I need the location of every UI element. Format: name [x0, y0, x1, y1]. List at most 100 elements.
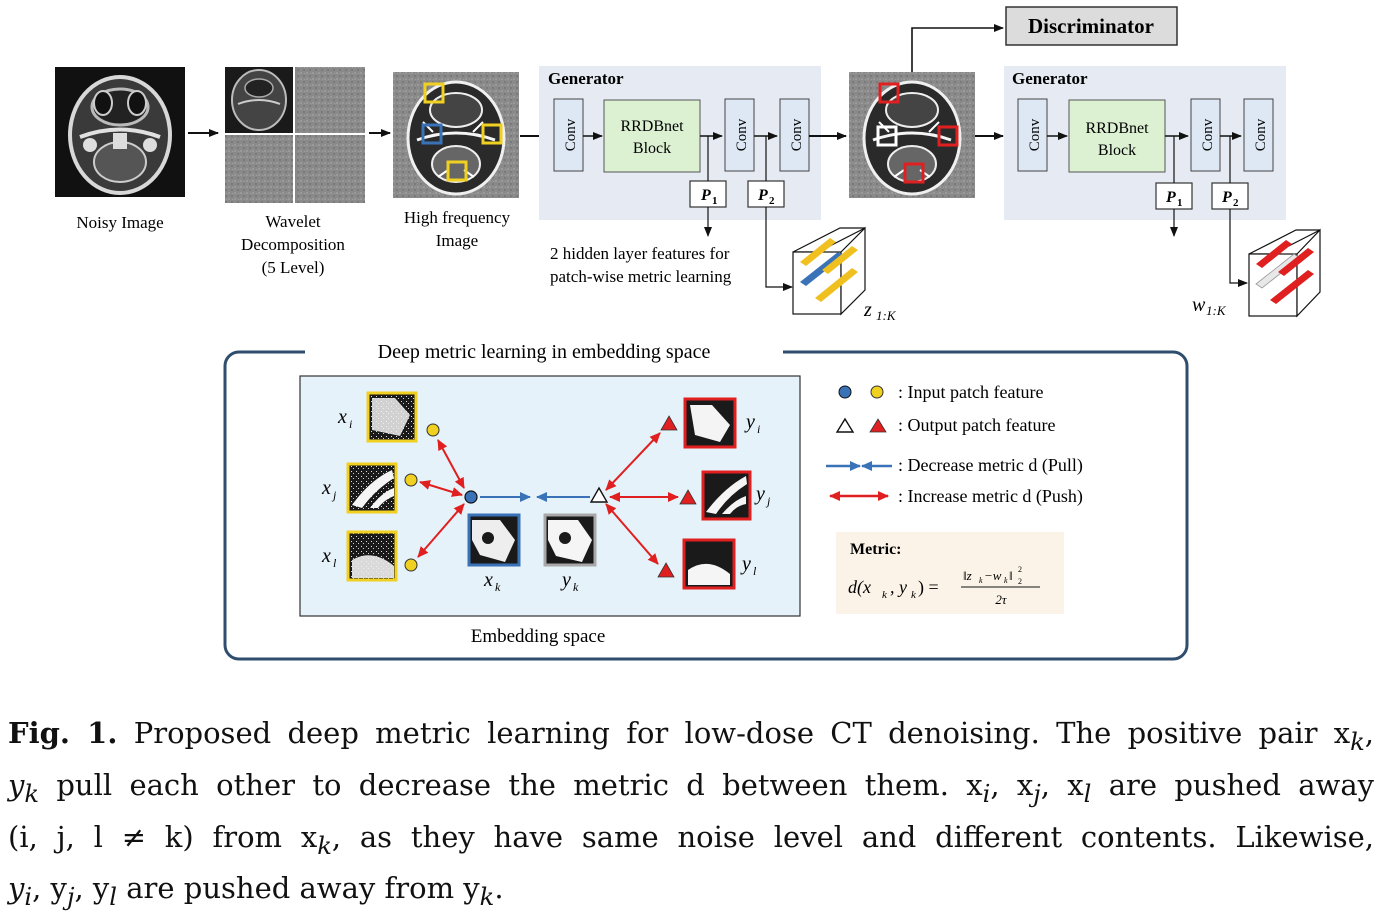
figure-caption: Fig. 1. Proposed deep metric learning fo… — [8, 716, 1375, 912]
svg-text:2: 2 — [1018, 577, 1022, 586]
svg-text:x: x — [337, 406, 347, 428]
svg-text:Conv: Conv — [1200, 118, 1216, 151]
hf-label-line2: Image — [436, 231, 478, 250]
hidden-features-note-line1: 2 hidden layer features for — [550, 244, 730, 263]
svg-text:k: k — [573, 580, 579, 594]
svg-text:j: j — [331, 488, 337, 502]
conv-block — [779, 98, 810, 172]
conv-block — [724, 98, 755, 172]
metric-formula-box: Metric: d(x k , y k ) = ‖z k −w k ‖ 2 2 … — [836, 532, 1064, 614]
metric-learning-panel: Deep metric learning in embedding space … — [223, 340, 1189, 661]
panel-title: Deep metric learning in embedding space — [378, 341, 711, 363]
svg-text:k: k — [882, 589, 888, 601]
svg-text:‖z: ‖z — [963, 568, 972, 583]
conv-block — [1017, 98, 1048, 172]
svg-text:RRDBnet: RRDBnet — [1085, 120, 1149, 137]
svg-text:x: x — [321, 477, 331, 499]
feature-cube-icon — [792, 226, 866, 316]
embedding-label: Embedding space — [471, 626, 606, 647]
conv-block — [553, 98, 584, 172]
p1-box — [689, 180, 727, 208]
generator-title-2: Generator — [1012, 69, 1088, 88]
patch-xk — [467, 513, 521, 567]
wavelet-label-line2: Decomposition — [241, 235, 345, 254]
wavelet-decomposition-image — [225, 67, 365, 203]
svg-text:P: P — [1221, 189, 1232, 206]
svg-text:x: x — [321, 545, 331, 567]
svg-text:Conv: Conv — [563, 118, 579, 151]
caption-fig-label: Fig. 1. — [8, 716, 118, 750]
discriminator-box — [1005, 6, 1178, 46]
svg-text:1: 1 — [712, 195, 718, 207]
svg-text:y: y — [744, 411, 755, 433]
w-label: w — [1192, 294, 1206, 316]
figure-diagram: Noisy Image Wavelet Decomposition (5 Lev… — [53, 6, 1321, 661]
rrdbnet-block — [603, 99, 701, 173]
patch-yl — [682, 538, 736, 590]
svg-text:2: 2 — [769, 195, 775, 207]
patch-yi — [683, 397, 737, 449]
svg-text:i: i — [349, 417, 352, 431]
svg-text:Conv: Conv — [734, 118, 750, 151]
noisy-image-label: Noisy Image — [76, 213, 163, 232]
wavelet-label-line1: Wavelet — [265, 212, 321, 231]
svg-text:Metric:: Metric: — [850, 541, 902, 558]
generator-title-1: Generator — [548, 69, 624, 88]
svg-text:k: k — [495, 580, 501, 594]
svg-text:2: 2 — [1018, 565, 1022, 574]
z-sub: 1:K — [876, 308, 897, 323]
xk-point — [464, 490, 478, 504]
svg-text:j: j — [765, 494, 771, 508]
svg-text:Conv: Conv — [1027, 118, 1043, 151]
svg-text:l: l — [333, 556, 337, 570]
legend-pull: : Decrease metric d (Pull) — [898, 455, 1083, 476]
conv-block — [1190, 98, 1221, 172]
svg-text:y: y — [740, 553, 751, 575]
svg-text:x: x — [483, 569, 493, 591]
svg-text:1: 1 — [1177, 197, 1183, 209]
z-label: z — [863, 299, 872, 321]
hf-label-line1: High frequency — [404, 208, 511, 227]
generator-block-2: Generator Conv RRDBnet Block Conv Conv P… — [1004, 66, 1286, 220]
svg-text:P: P — [757, 187, 768, 204]
svg-text:−w: −w — [984, 568, 1002, 583]
high-frequency-image — [391, 70, 521, 200]
svg-text:i: i — [757, 422, 760, 436]
svg-text:P: P — [1165, 189, 1176, 206]
w-sub: 1:K — [1206, 303, 1227, 318]
svg-text:k: k — [979, 576, 983, 585]
legend-output: : Output patch feature — [898, 415, 1055, 435]
svg-text:y: y — [560, 569, 571, 591]
legend-push: : Increase metric d (Push) — [898, 486, 1083, 507]
feature-cube-icon — [1248, 228, 1321, 318]
patch-xj — [346, 462, 398, 514]
generator-block-1: Generator Conv RRDBnet Block Conv Conv P… — [539, 66, 821, 220]
svg-text:‖: ‖ — [1009, 568, 1013, 583]
patch-xi — [366, 391, 418, 443]
svg-text:k: k — [1004, 576, 1008, 585]
svg-text:2: 2 — [1233, 197, 1239, 209]
svg-text:Block: Block — [633, 140, 671, 157]
rrdbnet-block — [1068, 99, 1166, 173]
svg-text:Block: Block — [1098, 142, 1136, 159]
svg-text:, y: , y — [890, 577, 907, 597]
discriminator-label: Discriminator — [1028, 14, 1154, 38]
svg-text:k: k — [911, 589, 917, 601]
svg-text:) =: ) = — [918, 577, 939, 598]
svg-text:2τ: 2τ — [995, 592, 1008, 607]
svg-text:l: l — [753, 564, 757, 578]
yk-point — [589, 486, 609, 503]
output-high-frequency-image — [847, 70, 977, 200]
svg-text:Conv: Conv — [789, 118, 805, 151]
svg-text:d(x: d(x — [848, 577, 871, 598]
legend-input: : Input patch feature — [898, 382, 1043, 402]
wavelet-label-line3: (5 Level) — [262, 258, 325, 277]
patch-xl — [346, 530, 398, 582]
svg-text:RRDBnet: RRDBnet — [620, 118, 684, 135]
conv-block — [1243, 98, 1274, 172]
p2-box — [1211, 182, 1249, 210]
noisy-image — [53, 65, 187, 199]
patch-yk — [543, 513, 597, 567]
svg-text:P: P — [700, 187, 711, 204]
patch-yj — [701, 470, 752, 521]
